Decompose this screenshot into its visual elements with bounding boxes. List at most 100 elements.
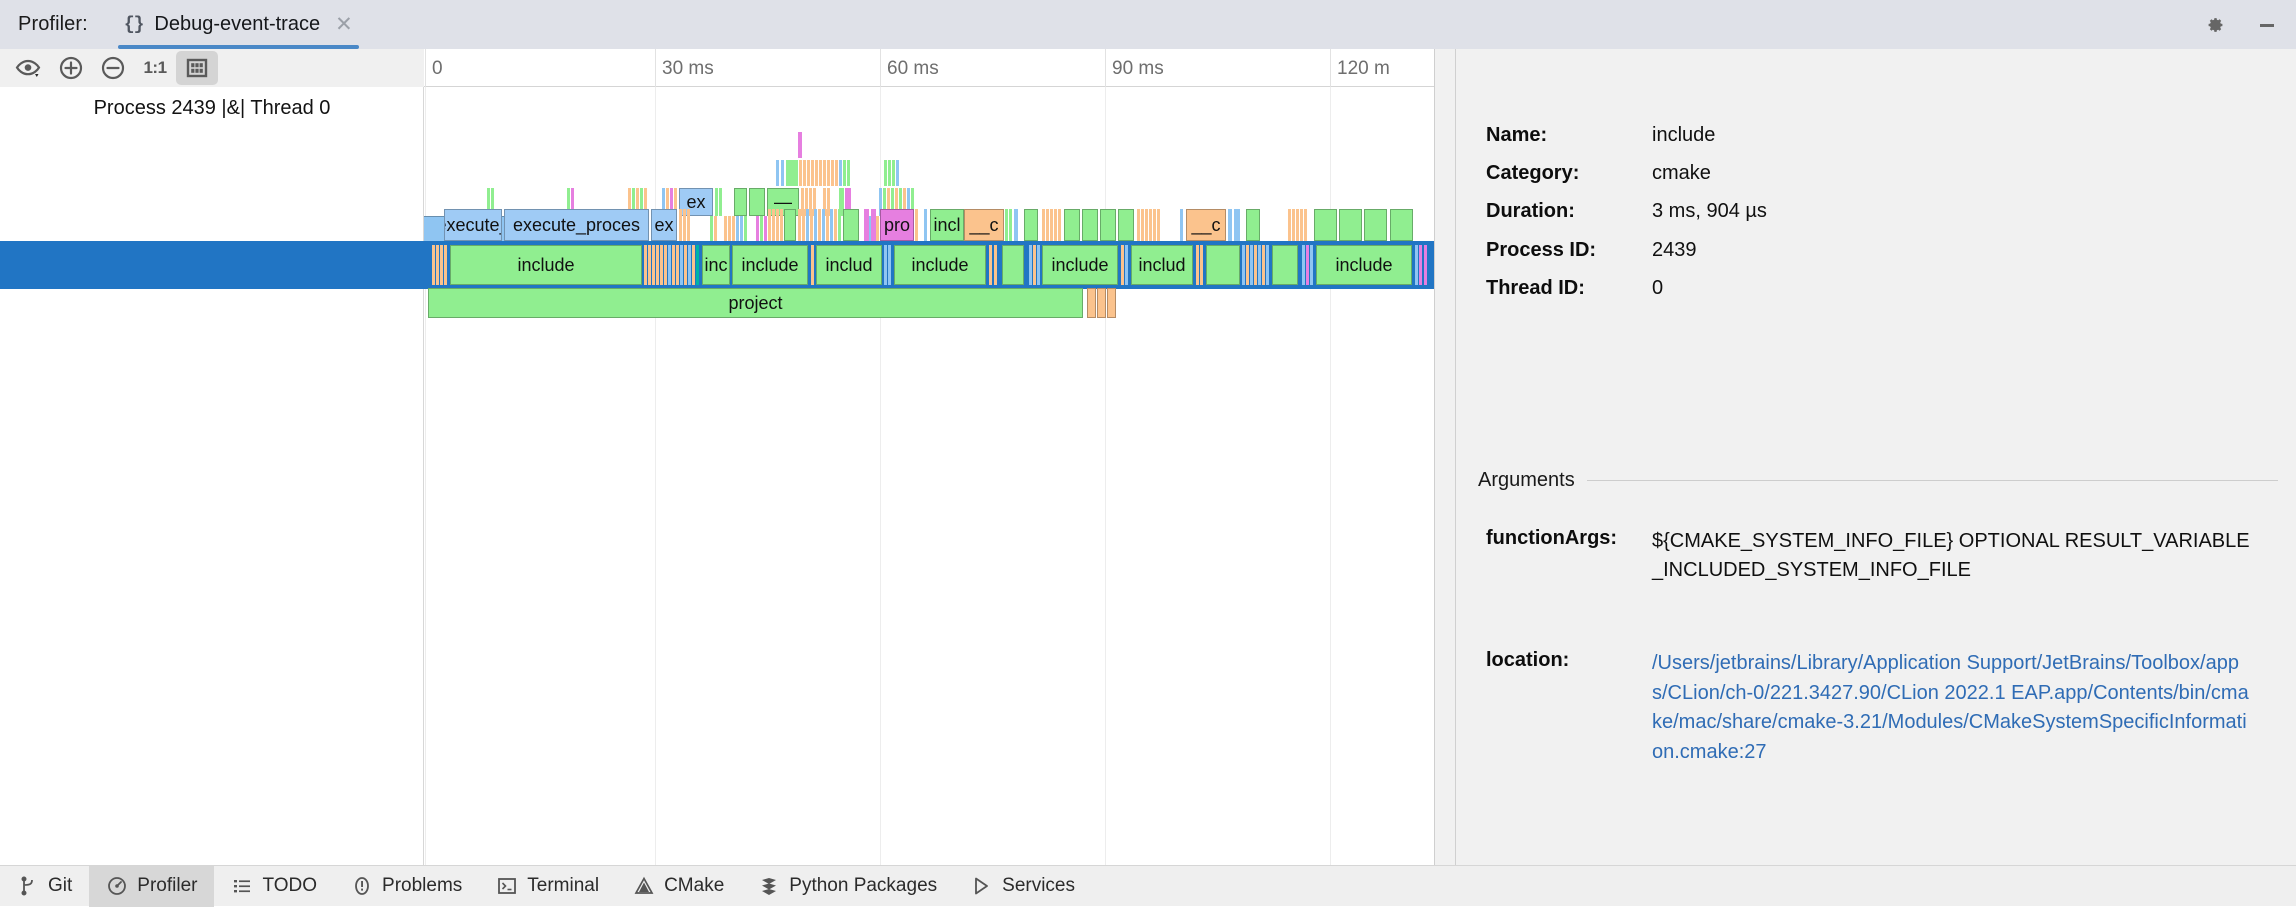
- flame-block[interactable]: [684, 245, 687, 285]
- flame-block[interactable]: [892, 160, 895, 186]
- flame-block-include[interactable]: include: [450, 245, 642, 285]
- flame-block[interactable]: [648, 245, 651, 285]
- flame-block[interactable]: [818, 209, 821, 241]
- flame-block[interactable]: [1246, 245, 1249, 285]
- zoom-reset-button[interactable]: 1:1: [134, 51, 176, 85]
- frames-toggle-button[interactable]: [176, 51, 218, 85]
- flame-block[interactable]: [1137, 209, 1140, 241]
- flame-block[interactable]: [1042, 209, 1045, 241]
- flame-block[interactable]: [1288, 209, 1291, 241]
- flame-block[interactable]: [814, 209, 817, 241]
- visibility-eye-dropdown[interactable]: [8, 51, 50, 85]
- status-tab-profiler[interactable]: Profiler: [89, 866, 214, 907]
- flame-block-execute[interactable]: execute_: [444, 209, 502, 241]
- flame-block[interactable]: [1153, 209, 1156, 241]
- flame-block[interactable]: [1145, 209, 1148, 241]
- flame-block[interactable]: [838, 209, 841, 241]
- flame-block[interactable]: [822, 209, 825, 241]
- flame-block[interactable]: [660, 245, 663, 285]
- flame-block-includ[interactable]: includ: [1131, 245, 1193, 285]
- flame-block[interactable]: [1002, 245, 1024, 285]
- flame-block[interactable]: [1024, 209, 1038, 241]
- flame-block[interactable]: [915, 209, 918, 241]
- flame-block[interactable]: [798, 209, 801, 241]
- flame-block[interactable]: [1058, 209, 1061, 241]
- flame-block[interactable]: [1266, 245, 1269, 285]
- flame-block[interactable]: [1206, 245, 1240, 285]
- flame-block[interactable]: [799, 160, 802, 186]
- flame-block[interactable]: [1009, 209, 1012, 241]
- flame-block[interactable]: [1196, 245, 1199, 285]
- status-tab-services[interactable]: Services: [954, 866, 1092, 907]
- flame-block[interactable]: [1082, 209, 1098, 241]
- flame-block[interactable]: [864, 209, 869, 241]
- flame-block[interactable]: [668, 245, 671, 285]
- tab-debug-event-trace[interactable]: {} Debug-event-trace ✕: [110, 0, 367, 49]
- flame-block-incl[interactable]: incl: [930, 209, 964, 241]
- flame-block[interactable]: [989, 245, 992, 285]
- flame-block-inc[interactable]: inc: [702, 245, 730, 285]
- status-tab-todo[interactable]: TODO: [214, 866, 334, 907]
- flame-block-c[interactable]: __c: [1186, 209, 1226, 241]
- flame-block[interactable]: [1339, 209, 1362, 241]
- flame-block[interactable]: [826, 209, 829, 241]
- flame-block[interactable]: [1272, 245, 1298, 285]
- status-tab-problems[interactable]: Problems: [334, 866, 479, 907]
- flame-block[interactable]: [1100, 209, 1116, 241]
- flame-block[interactable]: [835, 160, 838, 186]
- flame-block-includ[interactable]: includ: [816, 245, 882, 285]
- flame-block[interactable]: [811, 245, 814, 285]
- zoom-out-button[interactable]: [92, 51, 134, 85]
- flame-block[interactable]: [683, 209, 686, 241]
- flame-block[interactable]: [1107, 288, 1116, 318]
- flame-block[interactable]: [1424, 245, 1427, 285]
- flame-block[interactable]: [436, 245, 439, 285]
- flame-block[interactable]: [1050, 209, 1053, 241]
- flame-block[interactable]: [644, 245, 647, 285]
- flame-block[interactable]: [810, 209, 813, 241]
- flame-block[interactable]: [664, 245, 667, 285]
- flame-block[interactable]: [1054, 209, 1057, 241]
- flame-block[interactable]: [1200, 245, 1203, 285]
- flame-block[interactable]: [884, 245, 887, 285]
- flame-block[interactable]: [776, 160, 779, 186]
- flame-block[interactable]: [888, 245, 891, 285]
- flame-block[interactable]: [432, 245, 435, 285]
- flame-block[interactable]: [1037, 245, 1040, 285]
- flame-block[interactable]: [1029, 245, 1032, 285]
- flame-block[interactable]: [1228, 209, 1232, 241]
- flame-block[interactable]: [1180, 209, 1183, 241]
- flame-block[interactable]: [680, 245, 683, 285]
- flame-block[interactable]: [803, 160, 806, 186]
- flame-block[interactable]: [830, 209, 833, 241]
- flame-block-include[interactable]: include: [1042, 245, 1118, 285]
- flame-block[interactable]: [1087, 288, 1096, 318]
- flame-block[interactable]: [1121, 245, 1124, 285]
- flame-block[interactable]: [1118, 209, 1134, 241]
- flame-block[interactable]: [1064, 209, 1080, 241]
- close-icon[interactable]: ✕: [335, 14, 353, 35]
- flame-block[interactable]: [1314, 209, 1337, 241]
- flame-block[interactable]: [784, 209, 796, 241]
- flame-block[interactable]: [776, 209, 779, 241]
- flame-block-pro[interactable]: pro: [880, 209, 914, 241]
- flame-block[interactable]: [1258, 245, 1261, 285]
- flame-block[interactable]: [1302, 245, 1305, 285]
- flame-block[interactable]: [1250, 245, 1253, 285]
- flame-block[interactable]: [772, 209, 775, 241]
- flame-block[interactable]: [676, 245, 679, 285]
- flame-block[interactable]: [1014, 209, 1018, 241]
- selected-track-row-highlight[interactable]: [0, 241, 424, 289]
- flame-block[interactable]: [1419, 245, 1422, 285]
- flame-block[interactable]: [1254, 245, 1257, 285]
- flame-block[interactable]: [444, 245, 447, 285]
- flame-block[interactable]: [1242, 245, 1245, 285]
- flame-block[interactable]: [924, 209, 927, 241]
- flame-block[interactable]: [780, 209, 783, 241]
- flame-block-project[interactable]: project: [428, 288, 1083, 318]
- flame-chart-tracks[interactable]: ex—execute_execute_procesexproincl__c__c…: [424, 87, 1434, 865]
- flame-block[interactable]: [679, 209, 682, 241]
- flame-block[interactable]: [1390, 209, 1413, 241]
- flame-block[interactable]: [839, 160, 842, 186]
